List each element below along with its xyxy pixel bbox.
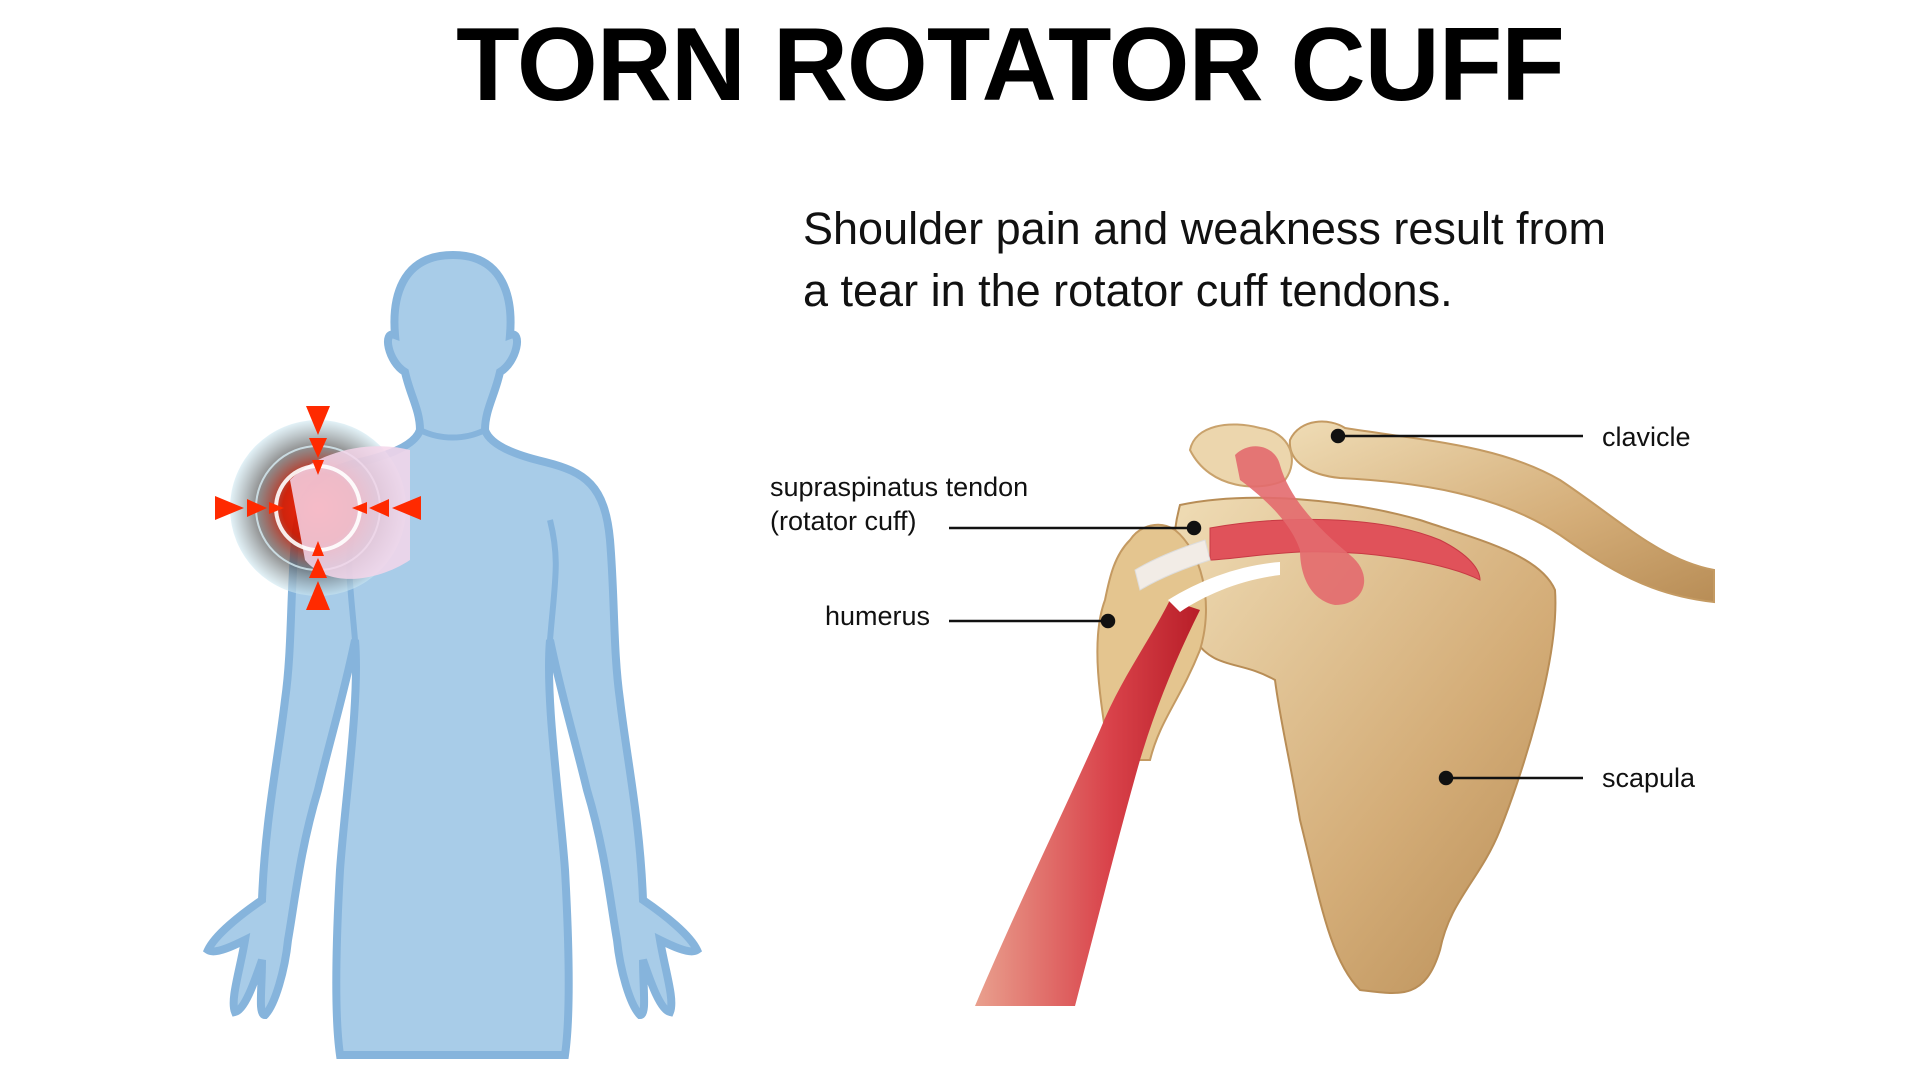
leader-lines — [949, 428, 1583, 786]
subtitle: Shoulder pain and weakness result from a… — [803, 198, 1606, 322]
torn-tendon-end — [1134, 539, 1211, 591]
label-supraspinatus-line-1: supraspinatus tendon — [770, 472, 1029, 502]
biceps-muscle — [975, 600, 1200, 1006]
coracoacromial-ligament — [1235, 446, 1365, 605]
subtitle-line-1: Shoulder pain and weakness result from — [803, 203, 1606, 254]
scapula-bone — [1172, 496, 1557, 994]
human-body-figure — [202, 250, 703, 1059]
biceps-tendon — [1168, 562, 1280, 612]
clavicle-bone — [1288, 420, 1715, 604]
label-humerus: humerus — [825, 601, 931, 631]
pain-arrows-icon — [215, 406, 421, 610]
page-title: TORN ROTATOR CUFF — [456, 7, 1565, 123]
body-silhouette — [202, 250, 703, 1059]
label-scapula: scapula — [1602, 763, 1696, 793]
subtitle-line-2: a tear in the rotator cuff tendons. — [803, 265, 1453, 316]
label-supraspinatus: supraspinatus tendon (rotator cuff) — [770, 470, 1028, 538]
label-supraspinatus-line-2: (rotator cuff) — [770, 506, 917, 536]
label-clavicle: clavicle — [1602, 422, 1691, 452]
supraspinatus-tendon — [1209, 518, 1481, 581]
shoulder-anatomy — [975, 420, 1715, 1006]
pain-indicator — [215, 406, 421, 610]
